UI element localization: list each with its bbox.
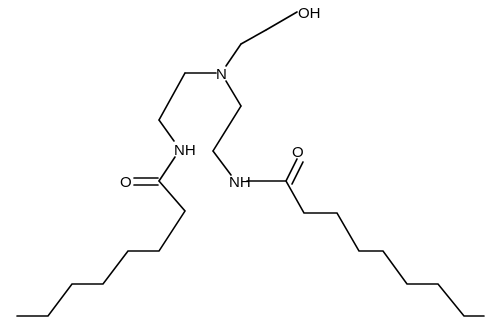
bond-lines — [16, 11, 485, 317]
bond-co-double-right-a — [285, 158, 298, 182]
amide-o-right-label: O — [292, 144, 304, 161]
bond-c-n-hydroxyethyl — [225, 43, 242, 67]
amide-nh-left-label: NH — [174, 142, 196, 159]
bond-oh-c — [265, 11, 298, 31]
bond-c-nh-left — [158, 119, 175, 142]
amide-nh-right-label: NH — [229, 174, 251, 191]
chain-left — [16, 180, 186, 317]
amine-n-label: N — [216, 66, 227, 83]
bond-c-c-left — [158, 72, 186, 121]
bond-c-c-hydroxyethyl — [240, 29, 267, 45]
bond-co-double-right-b — [291, 161, 304, 185]
hydroxyl-label: OH — [298, 5, 321, 22]
chain-right — [285, 180, 485, 317]
bond-c-c-right — [212, 105, 242, 152]
bond-nh-co-left — [158, 156, 176, 182]
amide-o-left-label: O — [120, 174, 132, 191]
bond-n-c-right — [225, 80, 242, 107]
atom-labels: OH N NH O NH O — [120, 5, 321, 191]
bond-c-nh-right — [212, 150, 232, 176]
